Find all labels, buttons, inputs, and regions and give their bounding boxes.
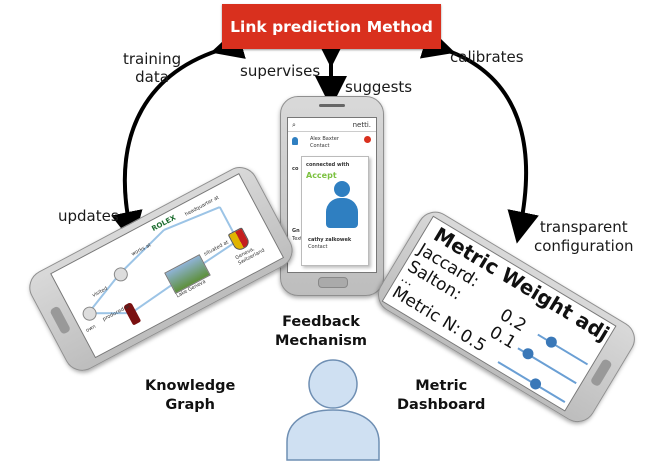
person-body-icon — [326, 198, 358, 228]
side-b-text: Text — [292, 236, 303, 242]
kg-screen: ROLEX visited works at headquarter at si… — [50, 173, 285, 359]
metric-row-value: 0.5 — [456, 325, 490, 357]
supervises-label: supervises — [240, 62, 321, 80]
side-c-text: co — [292, 166, 299, 172]
transparent-configuration-label: transparent configuration — [534, 218, 634, 255]
link-prediction-method-label: Link prediction Method — [230, 17, 433, 36]
notification-dot — [364, 136, 371, 143]
accept-button[interactable]: Accept — [306, 171, 337, 180]
phone-speaker — [319, 104, 345, 107]
link-prediction-method-box: Link prediction Method — [222, 4, 441, 49]
contact-avatar-icon — [292, 137, 298, 145]
person-sub: Contact — [308, 244, 328, 250]
center-phone-screen: ⌕ netti. Alex Baxter Contact co Gn Text … — [287, 117, 377, 273]
feedback-mechanism-label: Feedback Mechanism — [275, 314, 367, 349]
connected-with-text: connected with — [306, 162, 350, 168]
person-name: cathy zalkowek — [308, 237, 352, 243]
training-data-label: training data — [123, 50, 182, 86]
kg-home-button — [49, 305, 72, 335]
center-phone: ⌕ netti. Alex Baxter Contact co Gn Text … — [280, 96, 384, 296]
contact-name: Alex Baxter — [310, 136, 339, 142]
search-icon: ⌕ — [292, 121, 296, 129]
user-figure-icon — [286, 359, 380, 461]
person-head-icon — [334, 181, 350, 197]
side-a-text: Gn — [292, 228, 300, 234]
suggestion-card[interactable]: connected with Accept cathy zalkowek Con… — [301, 156, 369, 266]
metric-dashboard-label: Metric Dashboard — [397, 378, 486, 413]
knowledge-graph-label: Knowledge Graph — [145, 378, 236, 413]
arrow-calibrates-transparent — [419, 27, 539, 244]
home-button — [318, 277, 348, 288]
knowledge-graph-phone: ROLEX visited works at headquarter at si… — [23, 160, 299, 378]
arrow-training-updates — [111, 28, 246, 244]
updates-label: updates — [58, 207, 119, 225]
jaccard-slider[interactable] — [537, 333, 589, 366]
suggests-label: suggests — [345, 78, 413, 96]
header-divider — [288, 131, 376, 132]
contact-sub: Contact — [310, 143, 330, 149]
calibrates-label: calibrates — [450, 48, 524, 66]
app-name: netti. — [352, 121, 371, 129]
